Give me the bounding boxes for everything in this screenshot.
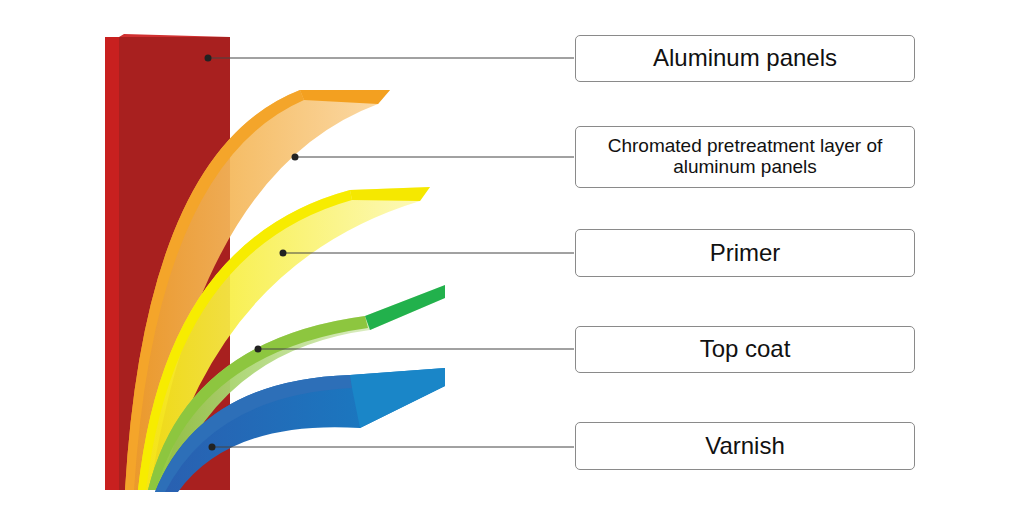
label-text: Top coat: [700, 336, 791, 362]
label-box: Aluminum panels: [575, 35, 915, 82]
label-text: Aluminum panels: [653, 45, 837, 71]
label-box: Top coat: [575, 326, 915, 373]
label-box: Chromated pretreatment layer of aluminum…: [575, 126, 915, 188]
label-text: Primer: [710, 240, 781, 266]
label-box: Varnish: [575, 422, 915, 470]
label-box: Primer: [575, 229, 915, 277]
label-text: Varnish: [705, 433, 785, 459]
label-text: Chromated pretreatment layer of aluminum…: [600, 136, 890, 178]
